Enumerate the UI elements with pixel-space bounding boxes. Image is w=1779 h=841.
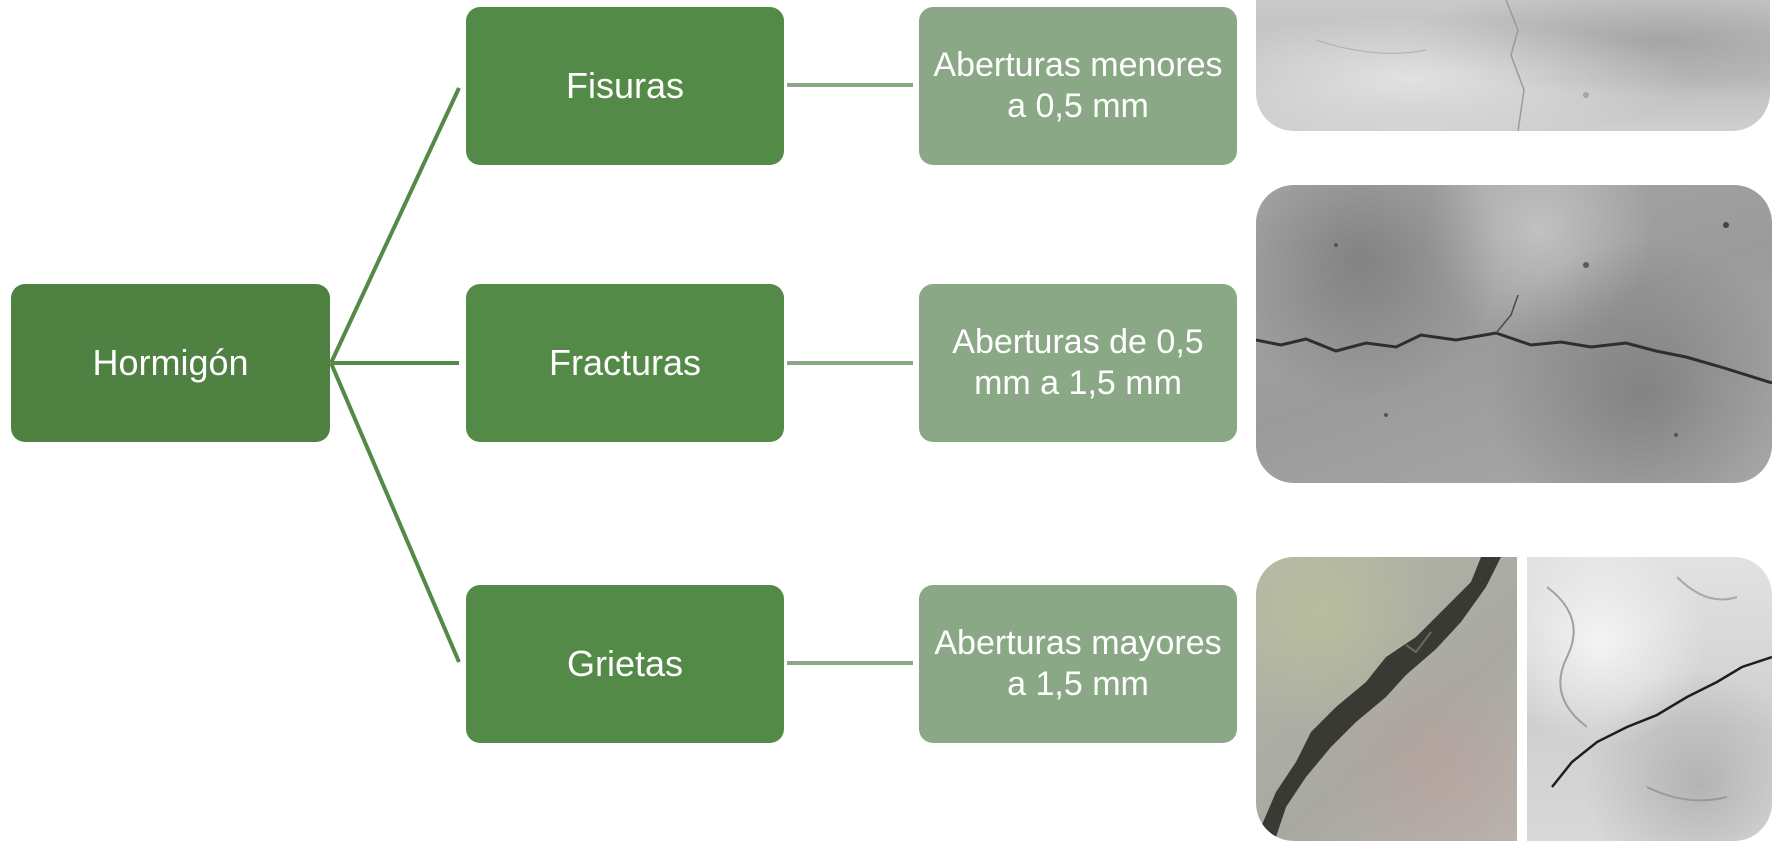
cracked-concrete-photo xyxy=(1256,185,1772,483)
description-node-fracturas: Aberturas de 0,5 mm a 1,5 mm xyxy=(919,284,1237,442)
category-label: Fracturas xyxy=(549,341,701,384)
description-text: Aberturas mayores a 1,5 mm xyxy=(925,623,1231,705)
category-label: Fisuras xyxy=(566,64,684,107)
deep-crack-icon xyxy=(1256,557,1517,841)
deep-crack-concrete-photo xyxy=(1256,557,1517,841)
root-node-label: Hormigón xyxy=(92,341,248,384)
concrete-surface-photo xyxy=(1256,0,1770,131)
connector-root-grietas xyxy=(331,363,459,662)
connector-root-fisuras xyxy=(331,88,459,363)
plaster-crack-icon xyxy=(1527,557,1772,841)
crack-line-icon xyxy=(1256,185,1772,483)
hairline-crack-icon xyxy=(1256,0,1770,131)
category-node-fisuras: Fisuras xyxy=(466,7,784,165)
description-node-fisuras: Aberturas menores a 0,5 mm xyxy=(919,7,1237,165)
description-node-grietas: Aberturas mayores a 1,5 mm xyxy=(919,585,1237,743)
category-node-grietas: Grietas xyxy=(466,585,784,743)
description-text: Aberturas menores a 0,5 mm xyxy=(925,45,1231,127)
category-label: Grietas xyxy=(567,642,683,685)
cracked-plaster-wall-photo xyxy=(1527,557,1772,841)
category-node-fracturas: Fracturas xyxy=(466,284,784,442)
description-text: Aberturas de 0,5 mm a 1,5 mm xyxy=(925,322,1231,404)
root-node: Hormigón xyxy=(11,284,330,442)
